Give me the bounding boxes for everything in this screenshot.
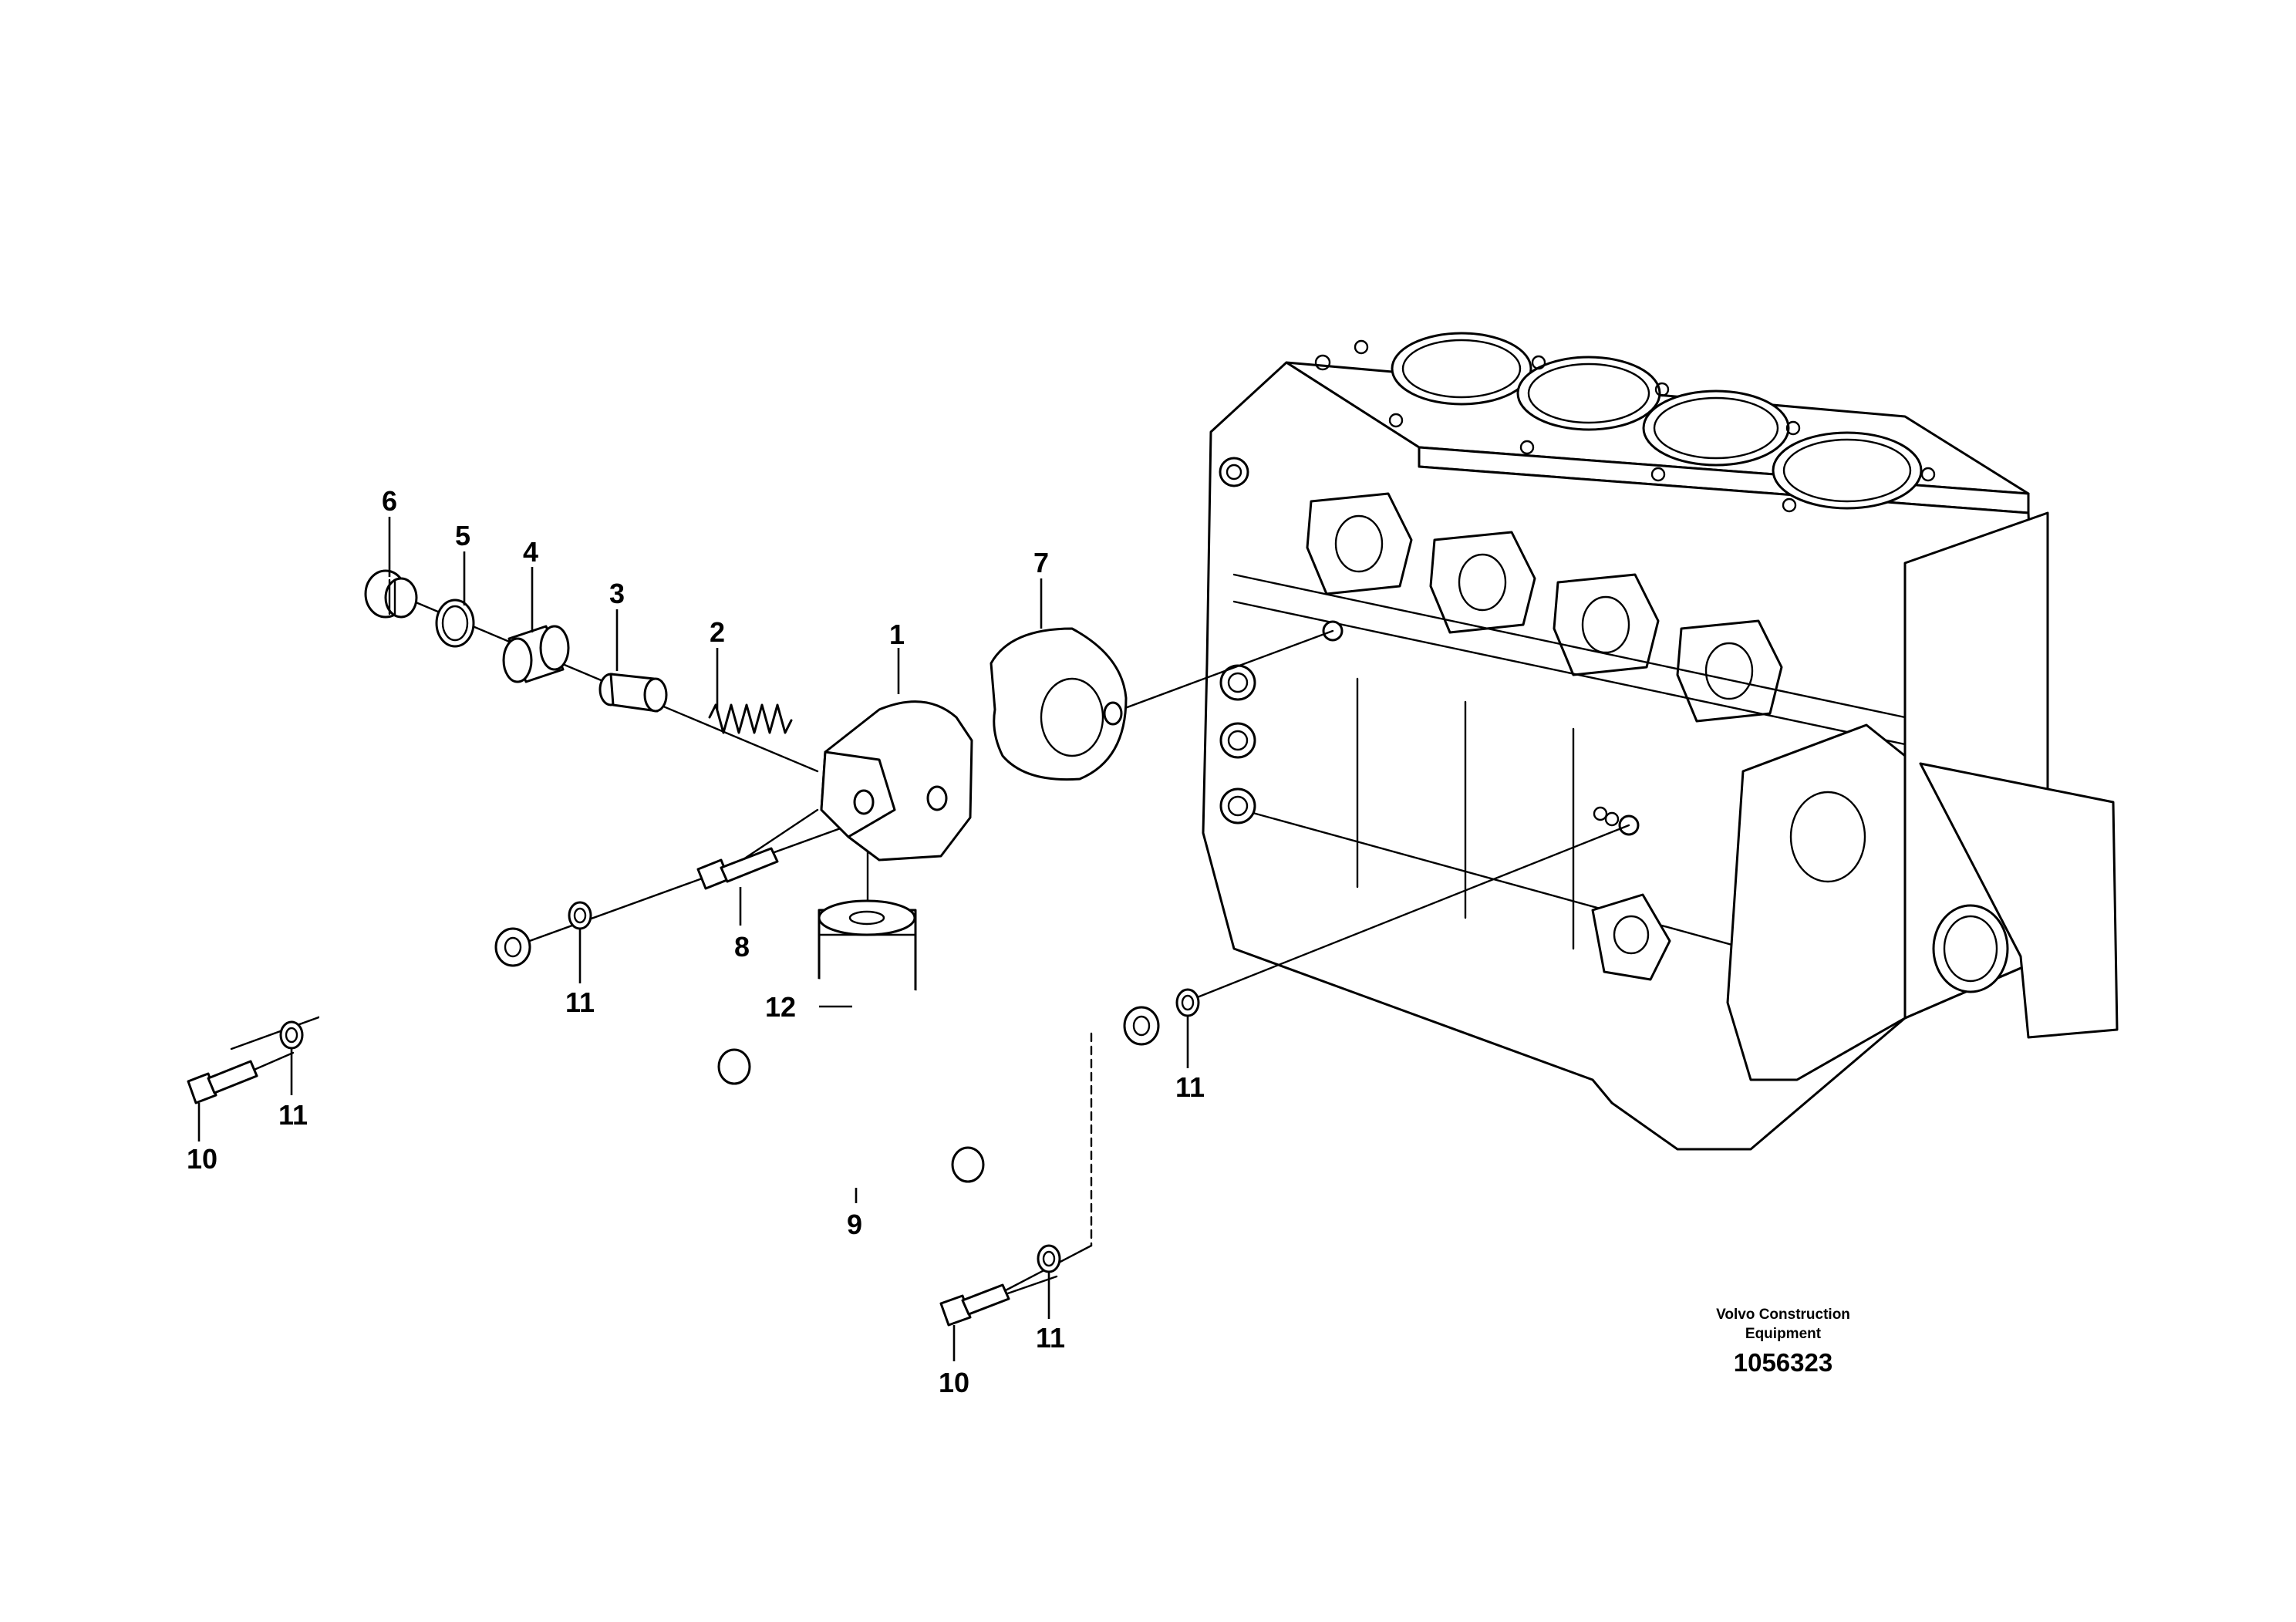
callout-4: 4	[523, 536, 538, 568]
callout-10b: 10	[939, 1367, 969, 1398]
leader-lines	[197, 517, 1189, 1361]
washer	[1037, 1244, 1061, 1273]
callout-12: 12	[765, 991, 796, 1023]
credit-line-2: Equipment	[1745, 1326, 1822, 1342]
callout-8: 8	[734, 931, 750, 963]
valve-piston	[598, 673, 668, 713]
washer	[1175, 988, 1200, 1017]
gasket	[990, 627, 1128, 781]
plug	[364, 569, 418, 619]
callout-2: 2	[710, 616, 725, 648]
callout-7: 7	[1033, 547, 1049, 578]
catalog-number: 1056323	[1734, 1348, 1832, 1377]
sleeve	[502, 625, 570, 683]
oil-pipe	[319, 868, 1160, 1204]
credit-line-1: Volvo Construction	[1716, 1307, 1850, 1323]
banjo-bolt	[939, 1283, 1010, 1327]
engine-block	[1202, 332, 2119, 1151]
callout-9: 9	[847, 1209, 862, 1240]
washer	[568, 901, 592, 930]
callout-3: 3	[609, 578, 625, 609]
callout-11b: 11	[278, 1099, 308, 1131]
bolt	[696, 847, 779, 890]
filter-bracket	[820, 700, 973, 862]
callout-6: 6	[382, 485, 397, 517]
banjo-bolt	[187, 1060, 258, 1104]
callout-11c: 11	[1175, 1071, 1205, 1103]
washer	[279, 1020, 304, 1050]
callout-5: 5	[455, 520, 470, 551]
callout-10a: 10	[187, 1143, 217, 1175]
callout-11a: 11	[565, 986, 595, 1018]
callout-1: 1	[889, 619, 905, 650]
callout-11d: 11	[1036, 1322, 1065, 1354]
spring	[708, 703, 793, 734]
